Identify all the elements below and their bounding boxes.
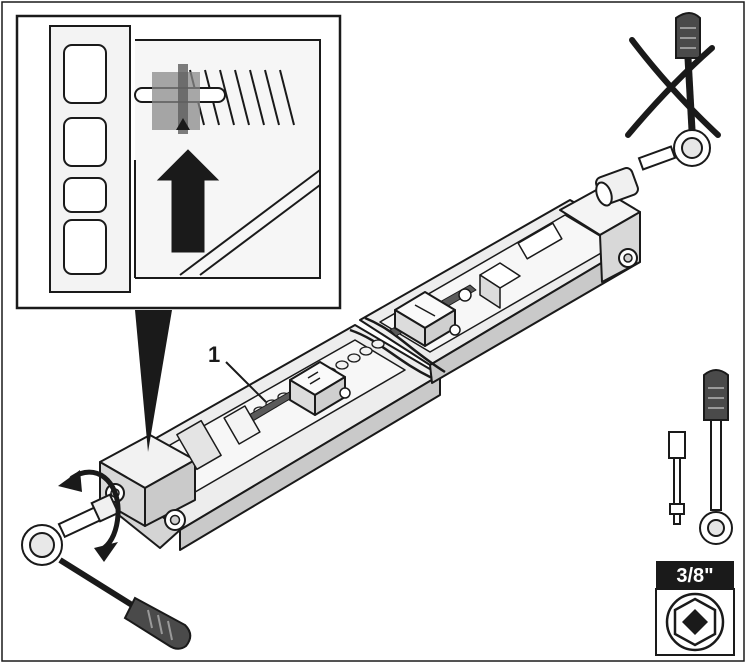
callout-leader-1	[225, 361, 267, 403]
spring-indicator	[152, 72, 200, 130]
ratchet-wrench-lower	[21, 493, 192, 650]
inset-pointer	[135, 310, 172, 452]
socket-extension-icon	[668, 431, 686, 525]
square-drive-socket-icon	[665, 592, 725, 652]
detail-inset	[15, 14, 342, 310]
size-label-background	[656, 561, 734, 589]
socket-size-badge: 3/8"	[655, 561, 735, 656]
end-cap-upper	[517, 187, 641, 283]
carriage-lower	[289, 361, 346, 416]
screw-head-lower	[339, 387, 351, 399]
carriage-upper	[394, 291, 456, 347]
rotation-arrow-icon	[69, 469, 121, 551]
break-line-left	[349, 328, 433, 380]
size-label: 3/8"	[676, 565, 713, 587]
callout-number-1: 1	[208, 342, 220, 367]
drive-housing-lower	[99, 405, 261, 531]
screw-head-upper	[449, 324, 461, 336]
rail-assembly	[99, 187, 641, 551]
ratchet-wrench-icon	[699, 369, 733, 545]
crossed-out-icon	[625, 37, 721, 138]
break-line-right	[364, 316, 446, 374]
up-arrow-icon	[156, 149, 220, 253]
